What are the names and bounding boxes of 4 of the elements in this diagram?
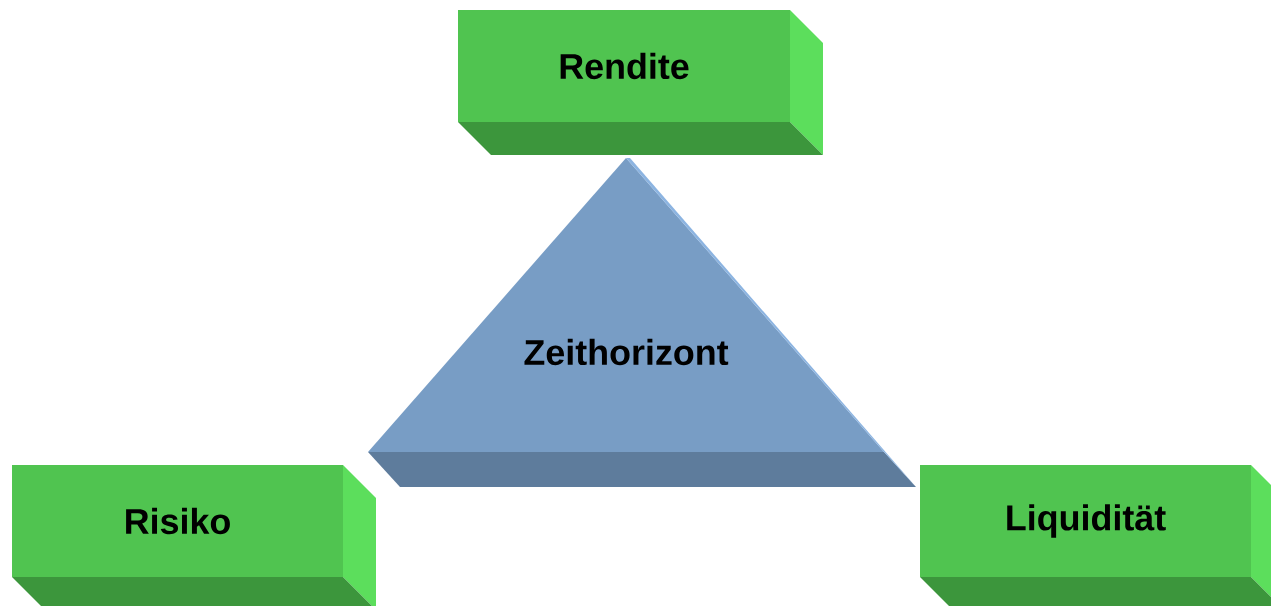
block-3d: Liquidität bbox=[920, 465, 1271, 606]
block-3d: Risiko bbox=[12, 465, 376, 606]
block-3d: Rendite bbox=[458, 10, 823, 155]
triangle-3d: Zeithorizont bbox=[368, 158, 916, 487]
